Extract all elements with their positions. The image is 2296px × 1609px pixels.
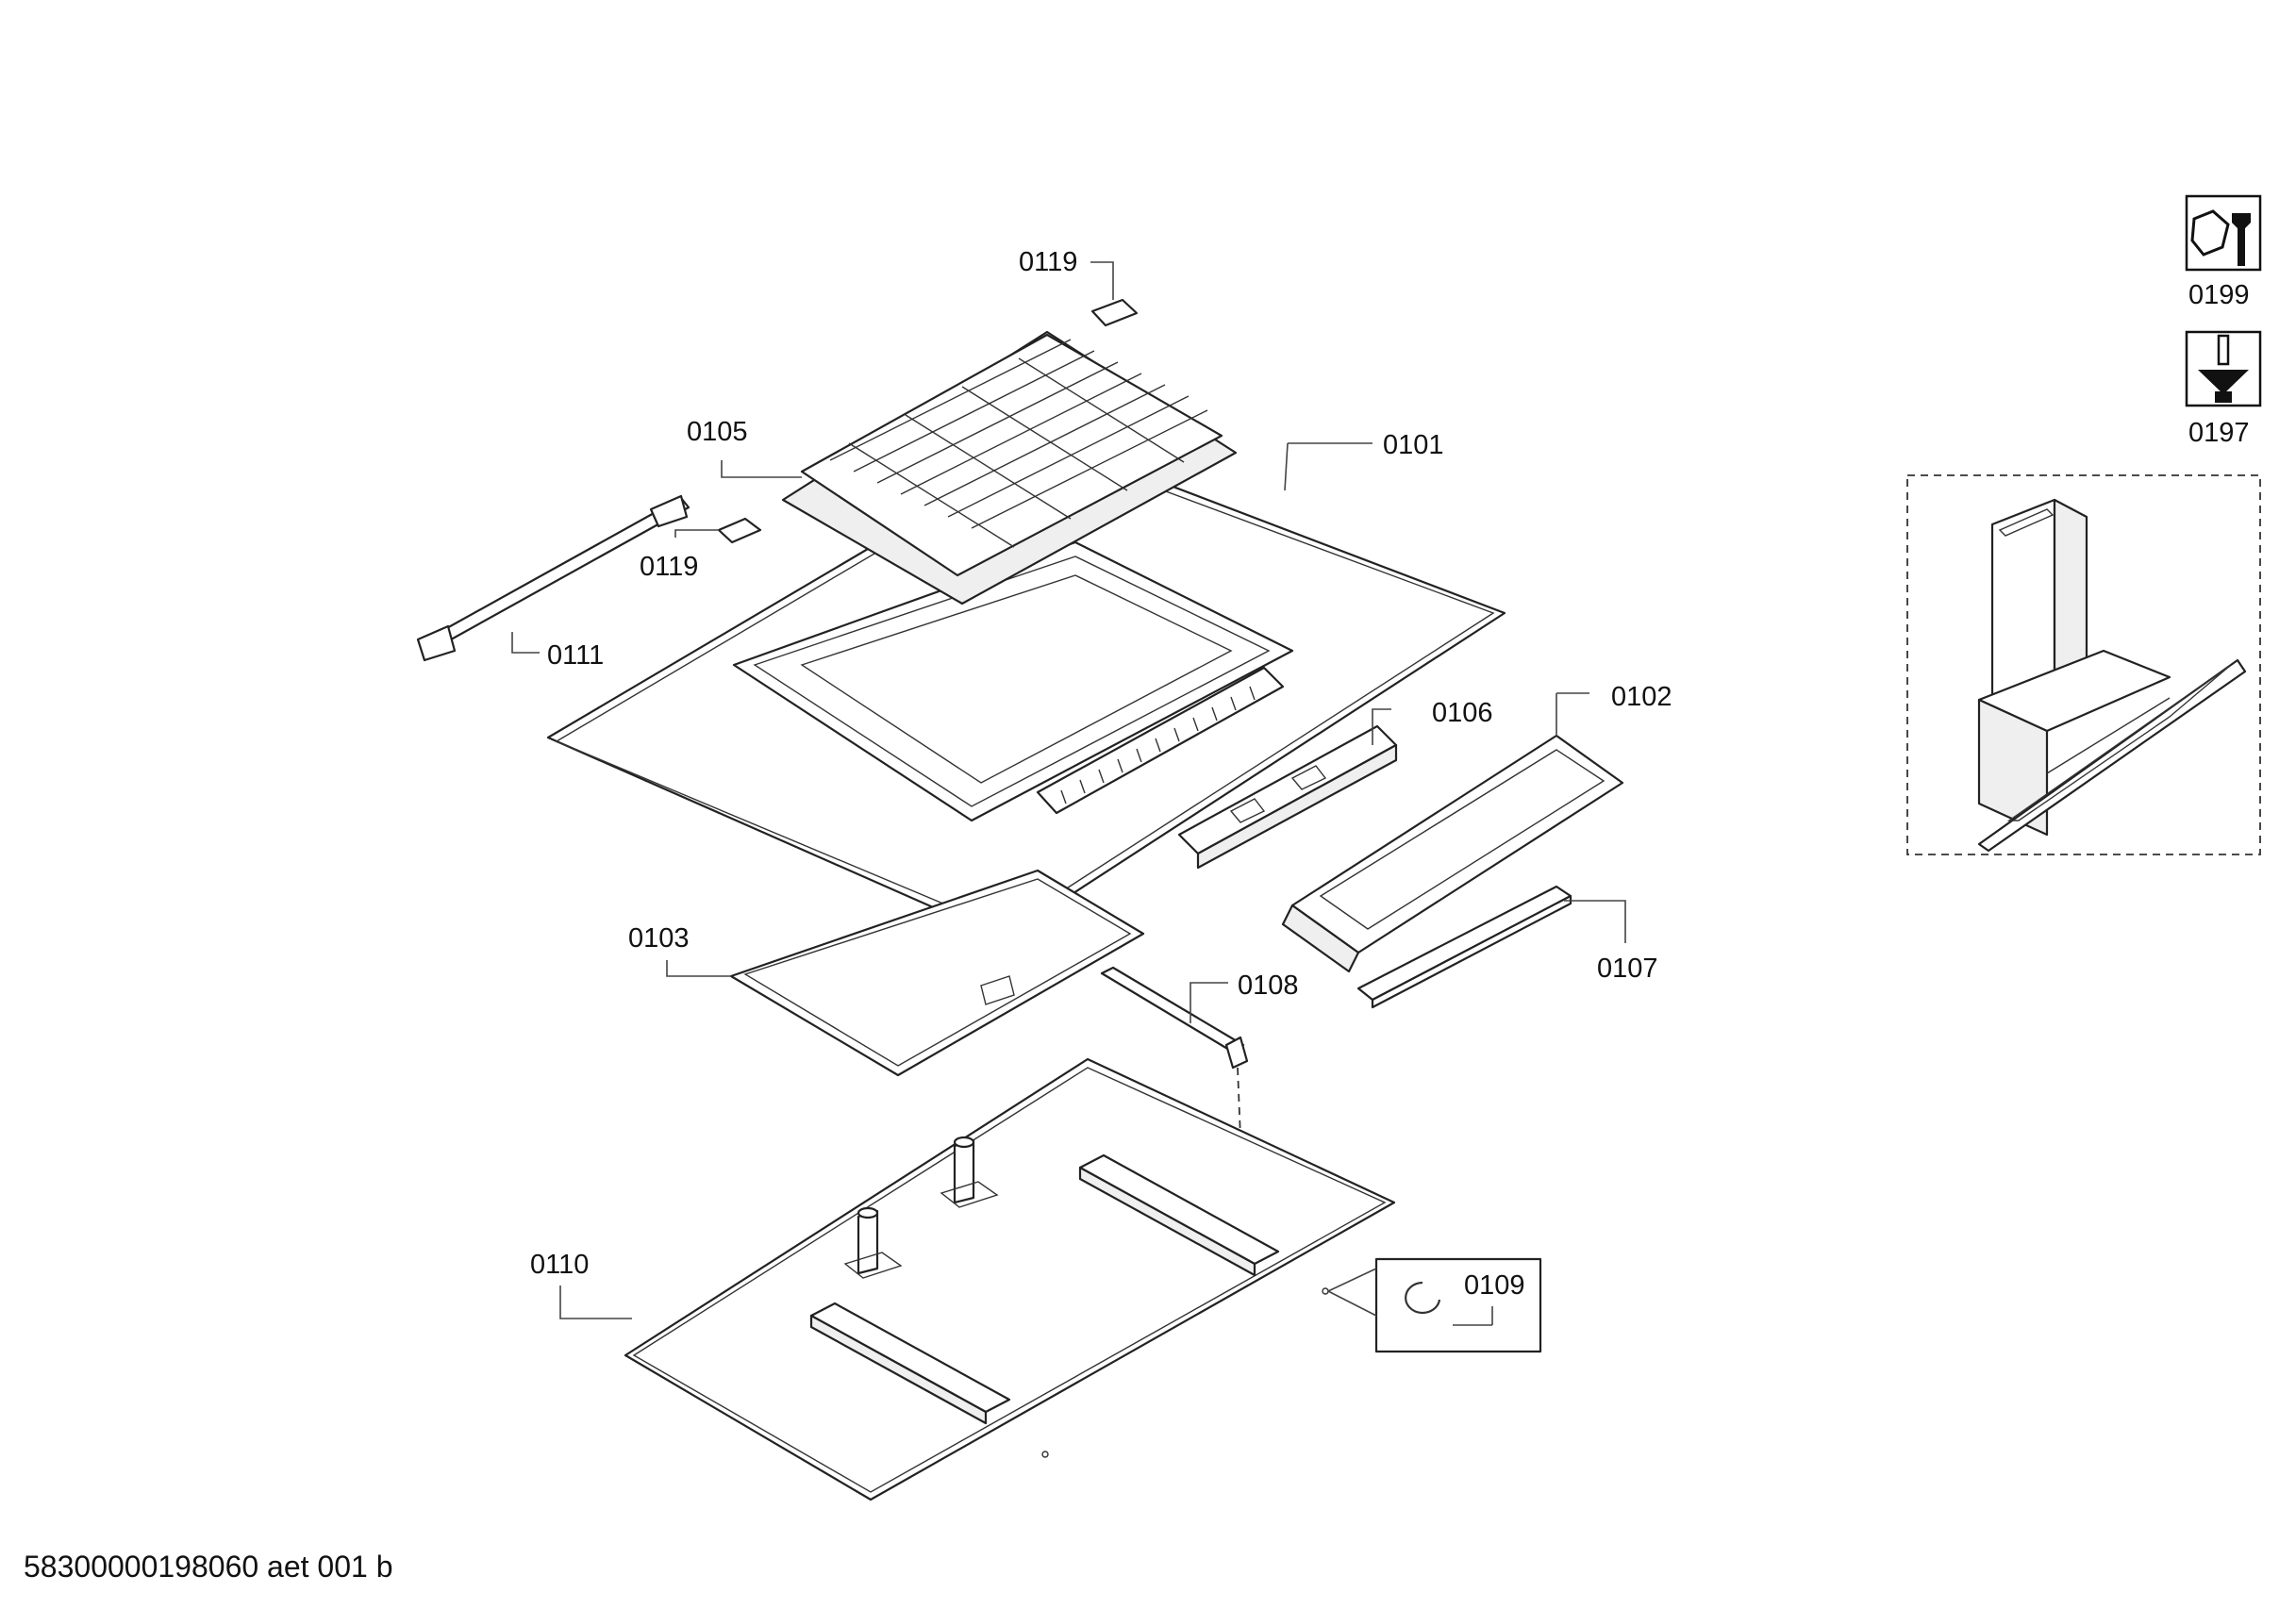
label-0101: 0101 (1383, 430, 1444, 460)
part-0108-gas-strut (1100, 966, 1249, 1255)
document-id: 58300000198060 aet 001 b (24, 1550, 393, 1584)
label-0197: 0197 (2188, 418, 2250, 448)
part-0109-callout (1322, 1257, 1542, 1353)
part-0102-housing-channel (1281, 734, 1624, 973)
part-0106-control-module (1177, 724, 1398, 870)
label-0108: 0108 (1238, 970, 1299, 1001)
label-0199: 0199 (2188, 280, 2250, 310)
part-0110-base-plate (624, 1057, 1396, 1501)
label-0107: 0107 (1597, 954, 1658, 984)
part-0119-clip-top (1090, 298, 1139, 327)
part-label-group: 0119 0105 0101 0119 0111 0106 0102 0103 … (530, 247, 1672, 1301)
label-0102: 0102 (1611, 682, 1672, 712)
part-0103-filter-frame (729, 869, 1145, 1077)
part-0119-clip-mid (717, 517, 762, 544)
label-0105: 0105 (687, 417, 748, 447)
screwdriver-screw-icon (2198, 334, 2249, 403)
label-0119-top: 0119 (1019, 247, 1077, 277)
label-0103: 0103 (628, 923, 690, 954)
wrench-nut-icon (2190, 209, 2251, 266)
part-0105-grease-filter (781, 330, 1238, 605)
label-0109: 0109 (1464, 1270, 1525, 1301)
leader-lines (511, 261, 1626, 1319)
range-hood-overview-icon (1906, 474, 2261, 855)
label-0106: 0106 (1432, 698, 1493, 728)
tool-icon-0197: 0197 (2185, 330, 2262, 448)
part-0111-rail (416, 494, 690, 662)
tool-icon-0199: 0199 (2185, 194, 2262, 310)
label-0110: 0110 (530, 1250, 589, 1280)
part-0107-strip (1356, 885, 1572, 1009)
label-0111: 0111 (547, 640, 604, 671)
label-0119-mid: 0119 (640, 552, 698, 582)
